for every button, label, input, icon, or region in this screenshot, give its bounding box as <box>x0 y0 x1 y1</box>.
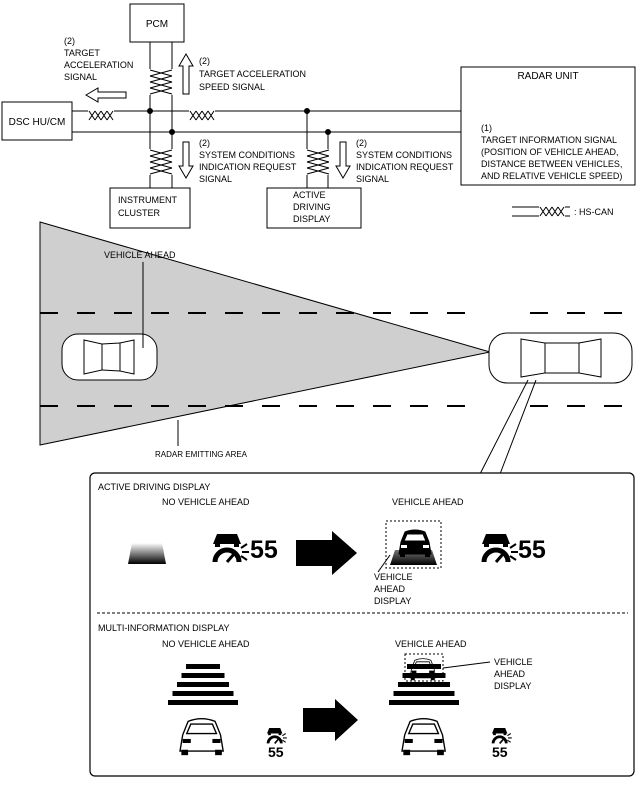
target-speed-signal-2: TARGET ACCELERATION <box>199 69 306 79</box>
display-panel: ACTIVE DRIVING DISPLAY NO VEHICLE AHEAD … <box>89 472 635 777</box>
legend-hs-can: : HS-CAN <box>574 207 614 217</box>
wiring-diagram <box>1 3 636 229</box>
can-twist-icon <box>189 110 215 121</box>
instrument-cluster-box <box>109 187 191 229</box>
target-info-1: (1) <box>481 123 492 133</box>
adr-speed-2: 55 <box>518 536 546 564</box>
mid-callout-1: VEHICLE <box>494 657 533 667</box>
target-accel-signal-1: (2) <box>64 36 75 46</box>
car-rear-icon <box>179 718 224 756</box>
mid-callout-2: AHEAD <box>494 669 526 679</box>
adr-speed-1: 55 <box>250 536 278 564</box>
target-speed-signal-1: (2) <box>199 56 210 66</box>
lane-markings <box>40 312 622 407</box>
adr-callout-1: VEHICLE <box>374 572 413 582</box>
add-label-3: DISPLAY <box>293 214 330 224</box>
sys-cond-right-4: SIGNAL <box>356 174 389 184</box>
adr-vehicle-label: VEHICLE AHEAD <box>392 497 464 507</box>
mid-callout-3: DISPLAY <box>494 681 531 691</box>
hollow-arrow-icon <box>335 141 351 179</box>
lane-tape <box>128 543 166 564</box>
car-rear-icon <box>398 529 432 557</box>
adr-no-vehicle-label: NO VEHICLE AHEAD <box>162 497 250 507</box>
solid-arrow-icon <box>303 699 358 741</box>
radar-cruise-icon <box>491 728 512 744</box>
hollow-arrow-icon <box>178 141 194 179</box>
car-top-icon <box>488 332 633 384</box>
radar-cruise-icon <box>212 534 249 563</box>
pcm-box <box>129 3 185 43</box>
distance-bars <box>389 664 459 705</box>
can-twist-icon <box>149 149 173 175</box>
car-rear-icon <box>401 718 446 756</box>
car-top-icon <box>61 333 158 381</box>
active-driving-display-box <box>266 187 362 229</box>
target-info-3: (POSITION OF VEHICLE AHEAD, <box>481 147 619 157</box>
radar-cruise-icon <box>266 728 287 744</box>
sys-cond-left-1: (2) <box>199 138 210 148</box>
sys-cond-right-3: INDICATION REQUEST <box>356 162 454 172</box>
dsc-box <box>1 101 73 141</box>
target-accel-signal-4: SIGNAL <box>64 72 97 82</box>
wiring-labels: PCM DSC HU/CM RADAR UNIT INSTRUMENT CLUS… <box>9 19 623 224</box>
radar-cruise-icon <box>481 534 518 563</box>
pcm-label: PCM <box>146 19 168 30</box>
adr-callout-3: DISPLAY <box>374 596 411 606</box>
mid-speed-2: 55 <box>492 744 508 760</box>
target-info-4: DISTANCE BETWEEN VEHICLES, <box>481 159 622 169</box>
target-info-2: TARGET INFORMATION SIGNAL <box>481 135 617 145</box>
target-info-5: AND RELATIVE VEHICLE SPEED) <box>481 171 622 181</box>
add-label-2: DRIVING <box>293 202 331 212</box>
can-twist-icon <box>149 69 173 95</box>
distance-bars <box>168 664 238 705</box>
target-speed-signal-3: SPEED SIGNAL <box>199 82 265 92</box>
road-scene: VEHICLE AHEAD RADAR EMITTING AREA <box>39 221 633 475</box>
mid-speed-1: 55 <box>268 744 284 760</box>
mid-title: MULTI-INFORMATION DISPLAY <box>98 623 230 633</box>
vehicle-ahead-label: VEHICLE AHEAD <box>104 250 176 260</box>
adr-callout-2: AHEAD <box>374 584 406 594</box>
dsc-label: DSC HU/CM <box>9 117 66 128</box>
instrument-cluster-label-2: CLUSTER <box>118 208 161 218</box>
radar-unit-box <box>460 66 636 186</box>
sys-cond-left-2: SYSTEM CONDITIONS <box>199 150 295 160</box>
hollow-arrow-icon <box>178 53 194 95</box>
radar-unit-label: RADAR UNIT <box>517 71 578 82</box>
radar-area-label: RADAR EMITTING AREA <box>155 450 248 459</box>
can-twist-icon <box>306 149 330 175</box>
sys-cond-right-1: (2) <box>356 138 367 148</box>
solid-arrow-icon <box>296 531 357 575</box>
hollow-arrow-icon <box>85 87 127 103</box>
adr-title: ACTIVE DRIVING DISPLAY <box>98 482 210 492</box>
mid-no-vehicle-label: NO VEHICLE AHEAD <box>162 639 250 649</box>
mid-vehicle-label: VEHICLE AHEAD <box>395 639 467 649</box>
target-accel-signal-3: ACCELERATION <box>64 60 133 70</box>
can-twist-icon <box>539 206 565 217</box>
sys-cond-left-3: INDICATION REQUEST <box>199 162 297 172</box>
instrument-cluster-label-1: INSTRUMENT <box>118 195 177 205</box>
add-label-1: ACTIVE <box>293 190 326 200</box>
sys-cond-left-4: SIGNAL <box>199 174 232 184</box>
sys-cond-right-2: SYSTEM CONDITIONS <box>356 150 452 160</box>
target-accel-signal-2: TARGET <box>64 48 100 58</box>
radar-emitting-area <box>39 221 491 446</box>
can-twist-icon <box>88 110 114 121</box>
